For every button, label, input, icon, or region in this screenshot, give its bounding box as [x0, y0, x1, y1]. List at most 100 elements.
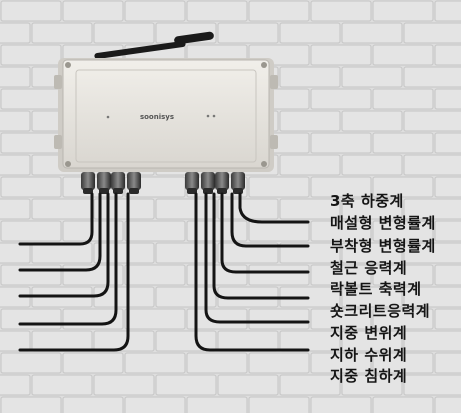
cable-gland — [81, 172, 95, 194]
brick — [403, 154, 461, 176]
sensor-cable — [194, 192, 310, 352]
cable-gland — [127, 172, 141, 194]
brick — [372, 0, 434, 22]
brick — [310, 88, 372, 110]
brick — [0, 88, 62, 110]
brick — [93, 22, 155, 44]
brick — [310, 352, 372, 374]
brick — [403, 374, 461, 396]
brick — [279, 66, 341, 88]
brick — [434, 352, 461, 374]
brick — [0, 176, 62, 198]
brick — [0, 264, 62, 286]
brick — [372, 176, 434, 198]
brick — [310, 176, 372, 198]
brick — [248, 308, 310, 330]
sensor-cable — [18, 192, 102, 272]
brick — [217, 198, 279, 220]
brick — [279, 22, 341, 44]
brick — [310, 308, 372, 330]
brick — [341, 110, 403, 132]
cable-gland — [201, 172, 215, 194]
cable-glands — [81, 172, 245, 194]
brick — [93, 330, 155, 352]
brick — [341, 330, 403, 352]
sensor-cable — [220, 192, 310, 274]
sensor-label: 부착형 변형률계 — [330, 237, 436, 255]
brick — [0, 0, 62, 22]
brick — [155, 374, 217, 396]
brick — [434, 220, 461, 242]
sensor-cable — [18, 192, 118, 326]
brick — [372, 352, 434, 374]
brick — [248, 396, 310, 413]
cable-gland — [185, 172, 199, 194]
brick — [186, 264, 248, 286]
sensor-cable — [230, 192, 310, 248]
brick — [248, 176, 310, 198]
brick — [341, 66, 403, 88]
brick — [186, 308, 248, 330]
sensor-label: 3축 하중계 — [330, 192, 404, 210]
brick — [310, 220, 372, 242]
brick — [31, 22, 93, 44]
brick — [434, 176, 461, 198]
cable-gland — [111, 172, 125, 194]
brick — [403, 110, 461, 132]
sensor-cable — [18, 192, 130, 352]
brick — [0, 132, 62, 154]
cable-gland — [215, 172, 229, 194]
brick — [279, 374, 341, 396]
brick — [248, 352, 310, 374]
brick — [124, 264, 186, 286]
brick — [434, 308, 461, 330]
brick — [372, 264, 434, 286]
brick — [0, 154, 31, 176]
brand-logo: soonisys — [140, 113, 174, 121]
brick — [434, 44, 461, 66]
brick — [31, 198, 93, 220]
brick — [372, 308, 434, 330]
brick — [124, 220, 186, 242]
brick — [62, 396, 124, 413]
brick — [0, 44, 62, 66]
sensor-label: 지하 수위계 — [330, 346, 408, 364]
brick — [279, 110, 341, 132]
brick — [434, 88, 461, 110]
brick — [310, 0, 372, 22]
brick — [186, 0, 248, 22]
brick — [217, 374, 279, 396]
sensor-label: 지중 변위계 — [330, 324, 408, 342]
brick — [155, 198, 217, 220]
brick — [248, 264, 310, 286]
brick — [155, 330, 217, 352]
brick — [310, 44, 372, 66]
brick — [279, 154, 341, 176]
brick — [31, 330, 93, 352]
brick — [341, 242, 403, 264]
brick — [403, 66, 461, 88]
brick — [0, 220, 62, 242]
brick — [279, 242, 341, 264]
brick — [124, 308, 186, 330]
brick — [0, 352, 62, 374]
brick — [434, 264, 461, 286]
brick — [93, 242, 155, 264]
brick — [403, 22, 461, 44]
brick — [434, 396, 461, 413]
brick — [31, 374, 93, 396]
brick — [372, 220, 434, 242]
brick — [217, 242, 279, 264]
brick — [403, 330, 461, 352]
sensor-label: 철근 응력계 — [330, 259, 408, 277]
sensor-cable — [238, 192, 310, 224]
brick — [310, 264, 372, 286]
brick — [341, 154, 403, 176]
brick — [310, 132, 372, 154]
sensor-cable — [18, 192, 94, 246]
brick — [0, 374, 31, 396]
brick — [434, 132, 461, 154]
brick — [93, 374, 155, 396]
brick — [93, 286, 155, 308]
sensor-cable — [204, 192, 310, 324]
